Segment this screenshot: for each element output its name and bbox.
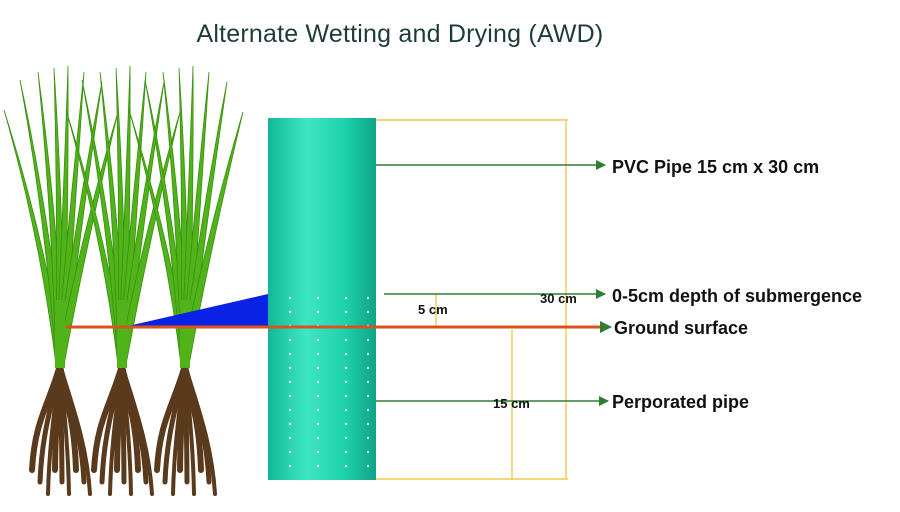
perforation-hole (288, 408, 292, 412)
perforation-hole (316, 296, 320, 300)
perforation-hole (316, 408, 320, 412)
diagram-title: Alternate Wetting and Drying (AWD) (196, 20, 604, 48)
perforation-hole (316, 422, 320, 426)
perforation-hole (316, 436, 320, 440)
perforated-pipe-label: Perporated pipe (612, 392, 750, 412)
pvc-pipe (268, 118, 376, 480)
perforation-hole (316, 338, 320, 342)
ground-surface-label: Ground surface (614, 318, 749, 338)
perforation-hole (344, 366, 348, 370)
ground-arrowhead (600, 321, 612, 333)
perforation-hole (344, 464, 348, 468)
perforation-hole (344, 296, 348, 300)
perforation-hole (344, 422, 348, 426)
perforation-hole (366, 450, 370, 454)
rice-plant-2 (65, 65, 181, 496)
perforation-hole (366, 352, 370, 356)
perforation-hole (288, 352, 292, 356)
pipe-perforations (288, 296, 370, 468)
below-15cm-label: 15 cm (493, 396, 530, 411)
rice-plant-3 (128, 65, 244, 496)
rice-plants (3, 65, 244, 496)
pvc-pipe-label: PVC Pipe 15 cm x 30 cm (612, 157, 820, 177)
perforation-hole (344, 338, 348, 342)
perforation-hole (366, 366, 370, 370)
perforation-hole (316, 394, 320, 398)
perforation-hole (344, 310, 348, 314)
depth-5cm-label: 5 cm (418, 302, 448, 317)
perforation-hole (366, 408, 370, 412)
perforation-hole (366, 422, 370, 426)
perforation-hole (366, 296, 370, 300)
perforation-hole (344, 380, 348, 384)
perforation-hole (288, 296, 292, 300)
water-level-wedge (128, 294, 268, 326)
total-30cm-label: 30 cm (540, 291, 577, 306)
perforation-hole (288, 450, 292, 454)
perforation-hole (288, 366, 292, 370)
dimension-guides (376, 119, 568, 480)
perforation-hole (344, 352, 348, 356)
perforation-hole (288, 436, 292, 440)
perforation-hole (316, 366, 320, 370)
perforation-hole (288, 310, 292, 314)
perforation-hole (366, 464, 370, 468)
perforation-hole (316, 310, 320, 314)
perforation-hole (366, 394, 370, 398)
perforation-hole (288, 394, 292, 398)
perforation-hole (366, 380, 370, 384)
perforation-hole (366, 436, 370, 440)
perforation-hole (344, 450, 348, 454)
perforation-hole (288, 422, 292, 426)
perforation-hole (288, 380, 292, 384)
submergence-label: 0-5cm depth of submergence (612, 286, 863, 306)
perforation-hole (366, 310, 370, 314)
perforation-hole (316, 380, 320, 384)
perforation-hole (316, 464, 320, 468)
perforation-hole (316, 352, 320, 356)
perforation-hole (344, 394, 348, 398)
perforation-hole (344, 408, 348, 412)
perforation-hole (366, 338, 370, 342)
perforation-hole (288, 464, 292, 468)
perforation-hole (344, 436, 348, 440)
perforation-hole (316, 450, 320, 454)
perforation-hole (288, 338, 292, 342)
